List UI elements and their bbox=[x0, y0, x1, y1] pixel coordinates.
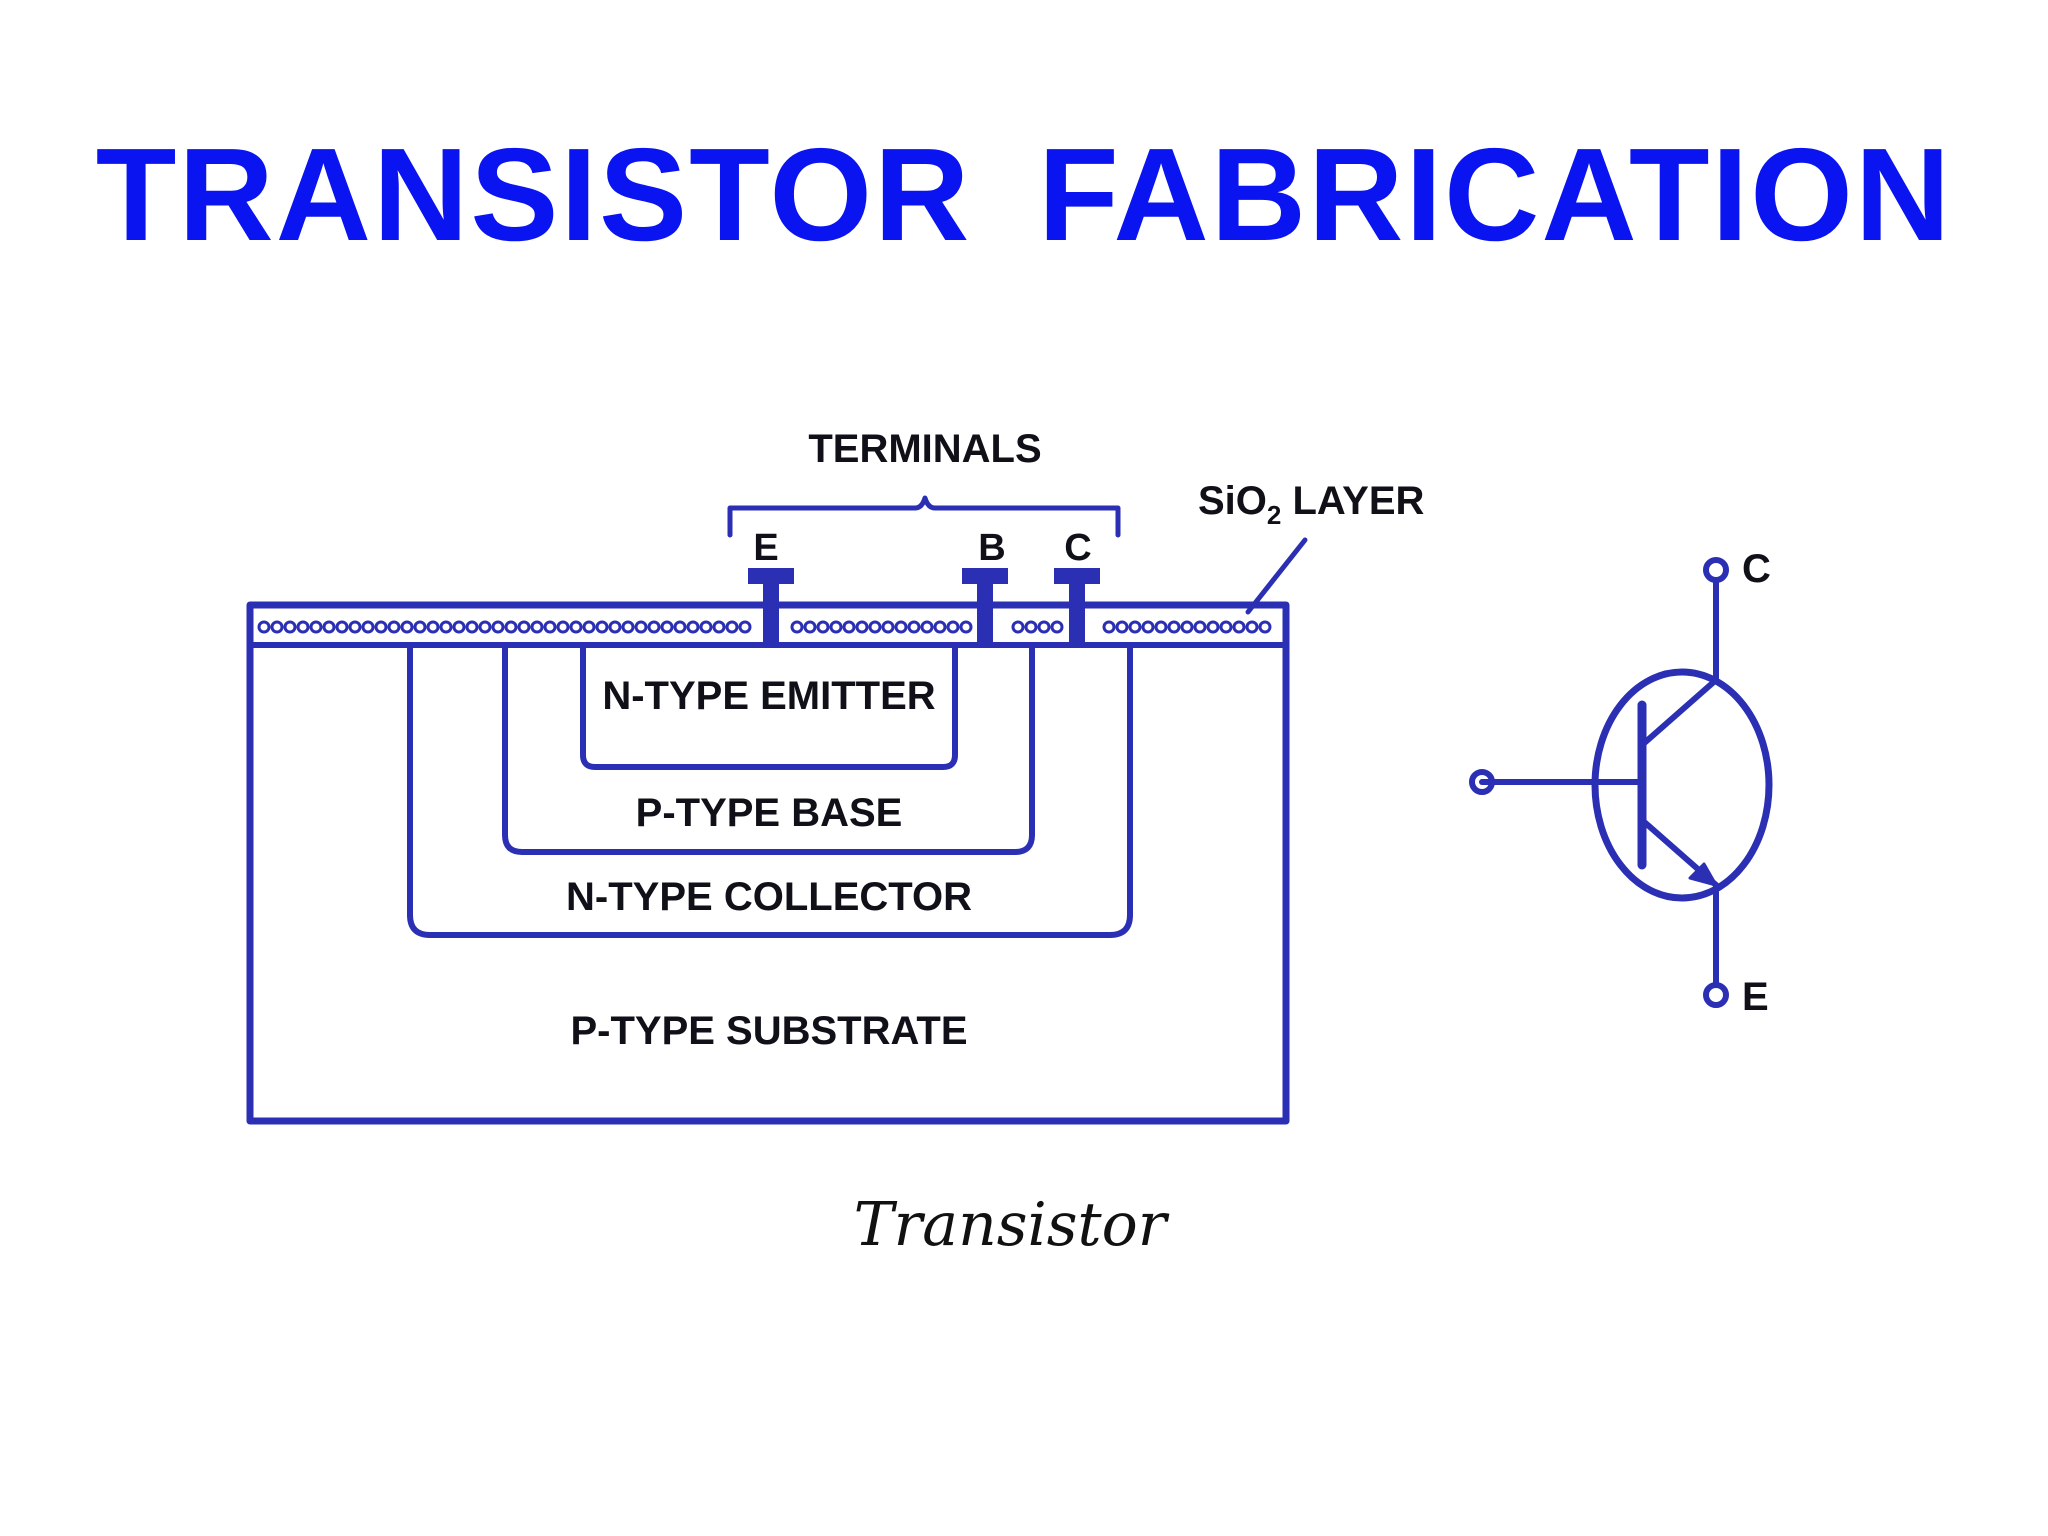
base-region bbox=[502, 642, 1035, 855]
symbol-collector-label: C bbox=[1742, 547, 1771, 591]
oxide-circle bbox=[1180, 620, 1194, 634]
oxide-circle bbox=[647, 620, 661, 634]
oxide-circle bbox=[1206, 620, 1220, 634]
oxide-circle bbox=[361, 620, 375, 634]
oxide-circle bbox=[946, 620, 960, 634]
terminals-label: TERMINALS bbox=[808, 427, 1041, 471]
oxide-circle bbox=[842, 620, 856, 634]
symbol-base-terminal-icon bbox=[1469, 769, 1495, 795]
oxide-circle bbox=[374, 620, 388, 634]
oxide-circle bbox=[595, 620, 609, 634]
oxide-circle bbox=[465, 620, 479, 634]
emitter-arrow-icon bbox=[1688, 862, 1718, 887]
oxide-circle bbox=[1167, 620, 1181, 634]
base-label: P-TYPE BASE bbox=[636, 791, 903, 835]
oxide-circle bbox=[517, 620, 531, 634]
oxide-circle bbox=[933, 620, 947, 634]
oxide-circle bbox=[881, 620, 895, 634]
terminal-b-label: B bbox=[978, 527, 1005, 569]
oxide-circle bbox=[816, 620, 830, 634]
oxide-circle bbox=[296, 620, 310, 634]
oxide-circle bbox=[660, 620, 674, 634]
oxide-circle bbox=[621, 620, 635, 634]
oxide-circle bbox=[673, 620, 687, 634]
oxide-circle bbox=[855, 620, 869, 634]
oxide-circle bbox=[803, 620, 817, 634]
oxide-circle bbox=[270, 620, 284, 634]
oxide-circle bbox=[1258, 620, 1272, 634]
oxide-circle bbox=[556, 620, 570, 634]
collector-region bbox=[407, 642, 1133, 938]
oxide-circle bbox=[959, 620, 973, 634]
collector-label: N-TYPE COLLECTOR bbox=[566, 875, 972, 919]
oxide-circle bbox=[712, 620, 726, 634]
symbol-emitter-label: E bbox=[1742, 975, 1769, 1019]
oxide-circle bbox=[1037, 620, 1051, 634]
oxide-pointer-line bbox=[1245, 537, 1308, 615]
oxide-circle bbox=[1011, 620, 1025, 634]
substrate-label: P-TYPE SUBSTRATE bbox=[570, 1009, 967, 1053]
oxide-circle bbox=[335, 620, 349, 634]
emitter-label: N-TYPE EMITTER bbox=[602, 674, 935, 718]
oxide-circle bbox=[738, 620, 752, 634]
terminal-e-contact bbox=[748, 568, 794, 644]
oxide-circle bbox=[387, 620, 401, 634]
oxide-circle bbox=[1193, 620, 1207, 634]
oxide-circle bbox=[920, 620, 934, 634]
terminal-e-label: E bbox=[753, 527, 778, 569]
oxide-circle bbox=[1219, 620, 1233, 634]
oxide-circle bbox=[491, 620, 505, 634]
oxide-circle bbox=[478, 620, 492, 634]
oxide-layer-circles bbox=[257, 620, 1272, 634]
oxide-circle bbox=[257, 620, 271, 634]
oxide-circle bbox=[1050, 620, 1064, 634]
oxide-circle bbox=[1128, 620, 1142, 634]
symbol-collector-terminal-icon bbox=[1703, 557, 1729, 583]
oxide-circle bbox=[530, 620, 544, 634]
oxide-layer-label: SiO2 LAYER bbox=[1198, 479, 1424, 530]
oxide-circle bbox=[907, 620, 921, 634]
terminals-brace bbox=[727, 495, 1121, 538]
oxide-circle bbox=[790, 620, 804, 634]
oxide-circle bbox=[725, 620, 739, 634]
diagram-caption: Transistor bbox=[854, 1190, 1170, 1260]
page-title: TRANSISTOR FABRICATION bbox=[95, 121, 1953, 268]
oxide-circle bbox=[868, 620, 882, 634]
oxide-circle bbox=[582, 620, 596, 634]
oxide-circle bbox=[1232, 620, 1246, 634]
oxide-circle bbox=[1115, 620, 1129, 634]
oxide-circle bbox=[348, 620, 362, 634]
oxide-circle bbox=[699, 620, 713, 634]
oxide-circle bbox=[1154, 620, 1168, 634]
oxide-circle bbox=[1245, 620, 1259, 634]
oxide-circle bbox=[543, 620, 557, 634]
oxide-circle bbox=[1024, 620, 1038, 634]
oxide-circle bbox=[608, 620, 622, 634]
emitter-region bbox=[580, 642, 958, 770]
oxide-circle bbox=[1102, 620, 1116, 634]
oxide-circle bbox=[1141, 620, 1155, 634]
oxide-circle bbox=[309, 620, 323, 634]
symbol-collector-arm bbox=[1639, 677, 1719, 748]
oxide-circle bbox=[452, 620, 466, 634]
oxide-circle bbox=[426, 620, 440, 634]
terminal-c-contact bbox=[1054, 568, 1100, 644]
oxide-circle bbox=[894, 620, 908, 634]
oxide-circle bbox=[400, 620, 414, 634]
oxide-circle bbox=[569, 620, 583, 634]
terminal-b-contact bbox=[962, 568, 1008, 644]
oxide-circle bbox=[439, 620, 453, 634]
oxide-circle bbox=[686, 620, 700, 634]
terminal-c-label: C bbox=[1064, 527, 1091, 569]
oxide-circle bbox=[413, 620, 427, 634]
oxide-circle bbox=[322, 620, 336, 634]
oxide-circle bbox=[283, 620, 297, 634]
oxide-circle bbox=[504, 620, 518, 634]
oxide-circle bbox=[634, 620, 648, 634]
symbol-emitter-terminal-icon bbox=[1703, 982, 1729, 1008]
oxide-circle bbox=[829, 620, 843, 634]
